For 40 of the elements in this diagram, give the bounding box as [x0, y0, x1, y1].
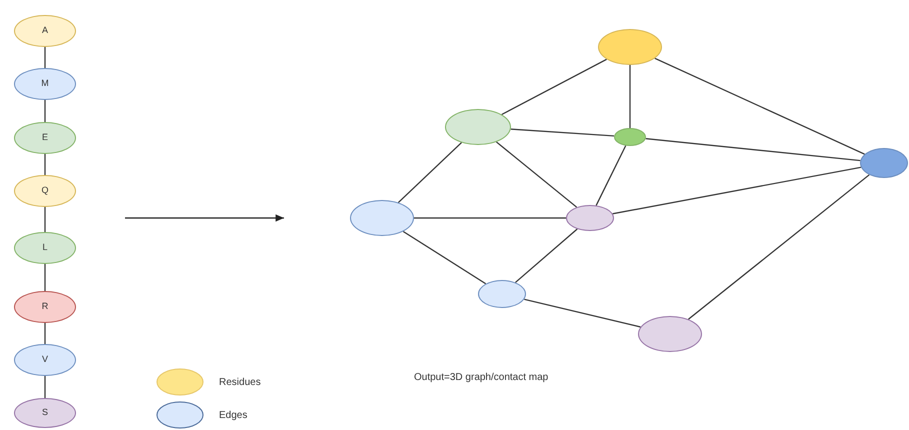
- connector-line: [596, 145, 626, 206]
- connector-line: [501, 58, 607, 116]
- residue-letter: A: [42, 24, 48, 38]
- connector-line: [515, 228, 578, 283]
- residue-letter: Q: [41, 184, 48, 198]
- connector-line: [44, 264, 46, 291]
- connector-line: [398, 142, 462, 203]
- residue-letter: E: [42, 131, 48, 144]
- graph-node: [478, 280, 526, 308]
- connector-line: [44, 47, 46, 68]
- graph-node: [445, 109, 511, 145]
- connector-line: [496, 141, 578, 208]
- graph-node: [566, 205, 614, 231]
- connector-line: [688, 174, 870, 320]
- legend-label: Residues: [219, 376, 261, 390]
- legend-label: Edges: [219, 409, 248, 423]
- connector-line: [524, 298, 641, 328]
- caption: Output=3D graph/contact map: [414, 371, 548, 385]
- graph-node: [638, 316, 702, 352]
- graph-node: [614, 128, 646, 146]
- graph-node: [350, 200, 414, 236]
- connector-line: [612, 166, 862, 214]
- residue-letter: V: [42, 353, 48, 366]
- residue-letter: L: [42, 241, 48, 254]
- connector-line: [654, 58, 865, 155]
- graph-node: [598, 29, 662, 65]
- residue-letter: M: [41, 77, 49, 90]
- residue-letter: S: [42, 406, 48, 420]
- connector-line: [44, 100, 46, 122]
- connector-line: [414, 217, 566, 219]
- connector-line: [44, 207, 46, 232]
- connector-line: [44, 376, 46, 398]
- connector-line: [646, 138, 860, 162]
- connector-line: [44, 323, 46, 344]
- connector-line: [510, 128, 614, 137]
- graph-node: [860, 148, 908, 178]
- connector-line: [44, 154, 46, 175]
- connector-line: [402, 230, 486, 284]
- residue-letter: R: [42, 300, 48, 314]
- connector-line: [629, 65, 631, 128]
